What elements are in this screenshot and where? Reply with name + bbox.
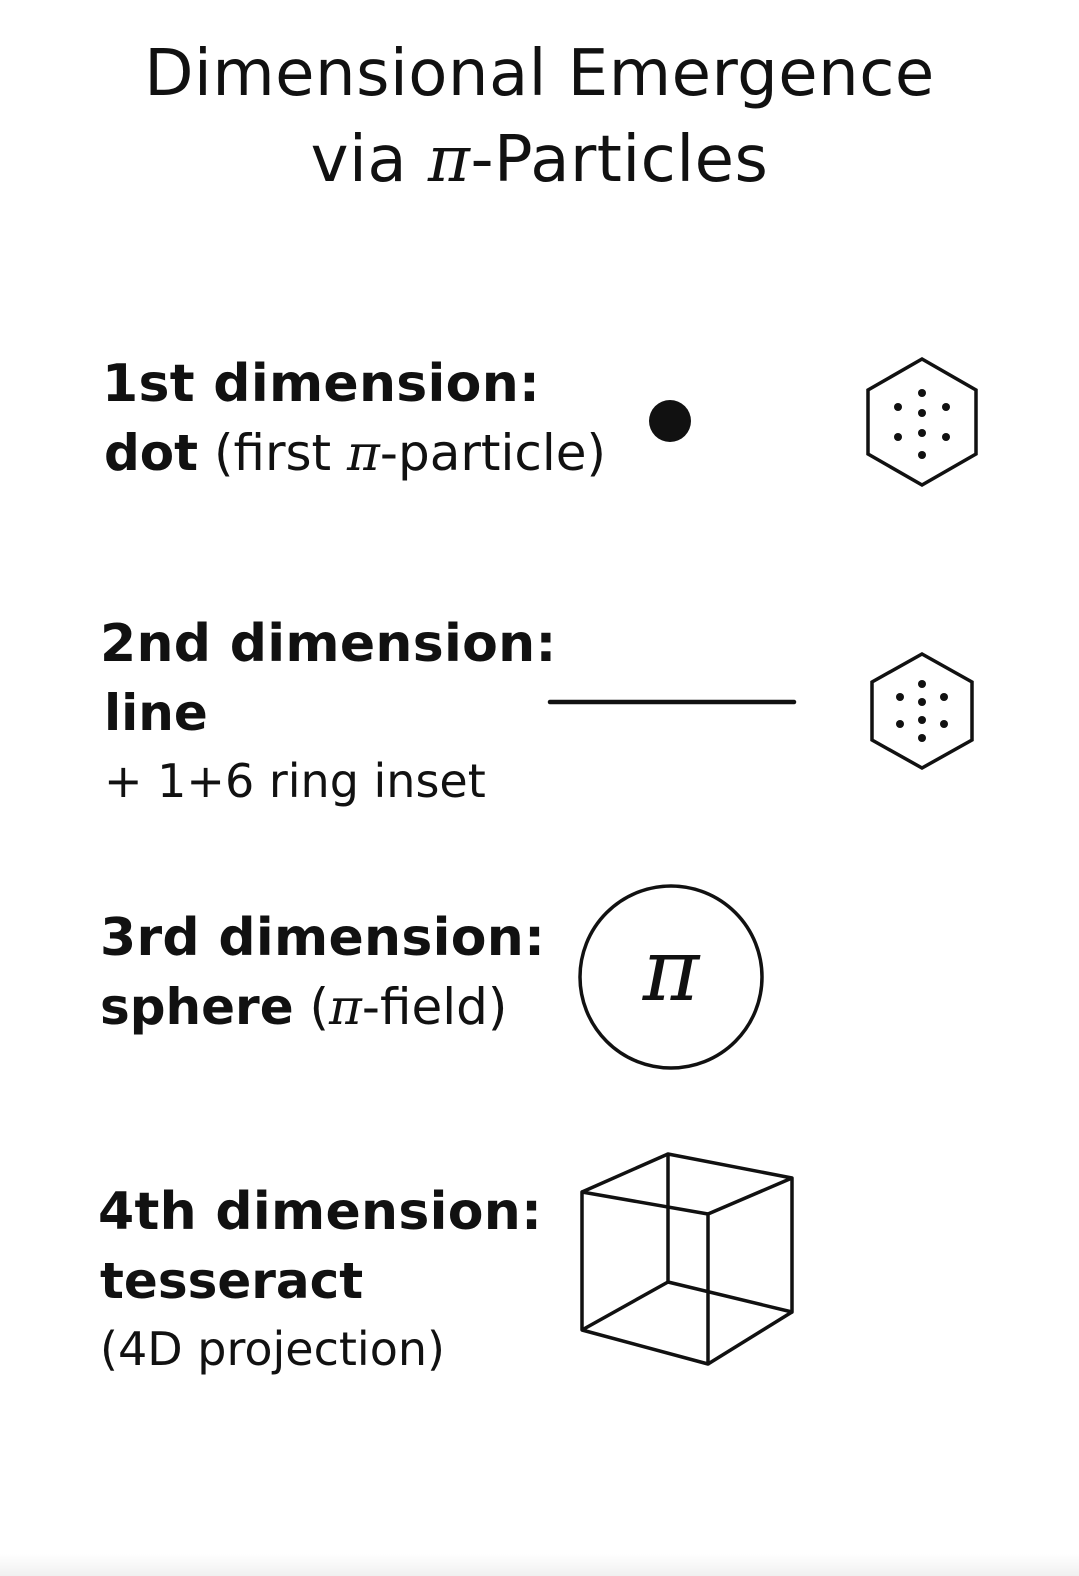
title-pi-symbol: π [427, 123, 471, 197]
title-text-1: Dimensional Emergence [144, 37, 935, 111]
row1-heading: 1st dimension: [102, 354, 541, 414]
row1-detail-close: -particle) [379, 424, 607, 482]
row1-name: dot [104, 424, 199, 482]
row3-description: sphere (π-field) [100, 982, 507, 1032]
sphere-icon: π [578, 884, 764, 1070]
row1-detail-open: (first [198, 424, 348, 482]
line-icon [547, 699, 797, 705]
tesseract-cube-icon [580, 1152, 794, 1366]
sphere-pi-symbol: π [642, 921, 701, 1021]
row4-heading: 4th dimension: [98, 1182, 543, 1242]
dot-icon [649, 400, 691, 442]
diagram-title-line2: via π-Particles [0, 128, 1079, 192]
hexagon-dots-icon [870, 651, 974, 771]
row2-name: line [104, 684, 208, 742]
row1-detail-pi: π [347, 424, 380, 482]
row3-detail-open: ( [293, 978, 330, 1036]
title-text-2-suffix: -Particles [470, 123, 769, 197]
title-text-2-prefix: via [310, 123, 428, 197]
hexagon-dots-icon [866, 356, 978, 488]
row4-note: (4D projection) [100, 1322, 445, 1376]
diagram-title-line1: Dimensional Emergence [0, 42, 1079, 106]
row3-detail-close: -field) [361, 978, 508, 1036]
row3-name: sphere [100, 978, 294, 1036]
row1-description: dot (first π-particle) [104, 428, 606, 478]
row4-name: tesseract [100, 1252, 364, 1310]
row2-note: + 1+6 ring inset [104, 754, 486, 808]
row3-heading: 3rd dimension: [100, 908, 546, 968]
row3-detail-pi: π [329, 978, 362, 1036]
row2-heading: 2nd dimension: [100, 614, 557, 674]
bottom-edge-shade [0, 1554, 1079, 1576]
